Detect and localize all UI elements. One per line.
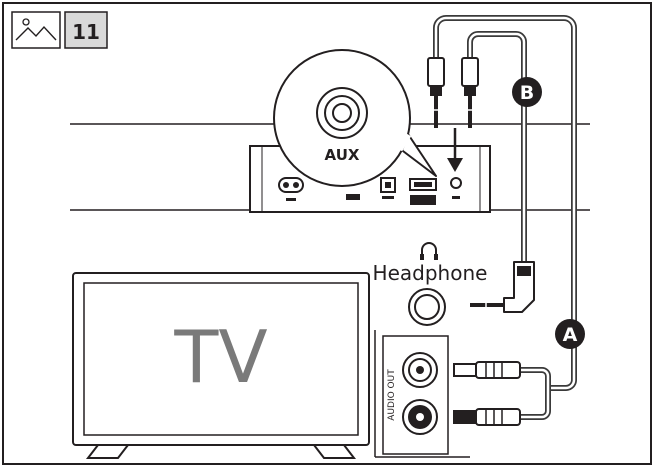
headphone-icon <box>420 242 438 260</box>
headphone-jack <box>408 288 446 326</box>
rca-plug-white <box>453 361 521 379</box>
image-icon <box>11 11 61 49</box>
tv-set: TV <box>72 272 370 459</box>
power-port-icon <box>278 177 304 201</box>
aux-port-icon <box>450 177 462 199</box>
step-badge: 11 <box>64 11 108 49</box>
badge-a: A <box>555 319 585 349</box>
hdmi-port-icon <box>409 178 437 205</box>
tv-label: TV <box>173 315 267 399</box>
badge-b-label: B <box>520 82 534 104</box>
aux-callout: AUX <box>273 49 437 187</box>
rca-plug-red <box>453 408 521 426</box>
rca-jack-red <box>402 399 438 435</box>
headphone-label: Headphone <box>373 261 488 285</box>
usb-port-icon <box>346 194 360 200</box>
aux-label: AUX <box>325 146 360 164</box>
step-number: 11 <box>72 20 100 44</box>
rca-jack-white <box>402 352 438 388</box>
cable-b <box>461 31 535 313</box>
tv-connection-panel: Headphone AUDIO OUT <box>373 242 488 458</box>
badge-b: B <box>512 77 542 107</box>
cable-a <box>427 15 577 426</box>
optical-port-icon <box>380 177 396 199</box>
audio-out-label: AUDIO OUT <box>387 369 397 421</box>
badge-a-label: A <box>563 324 578 346</box>
insert-arrow-icon <box>447 128 463 172</box>
